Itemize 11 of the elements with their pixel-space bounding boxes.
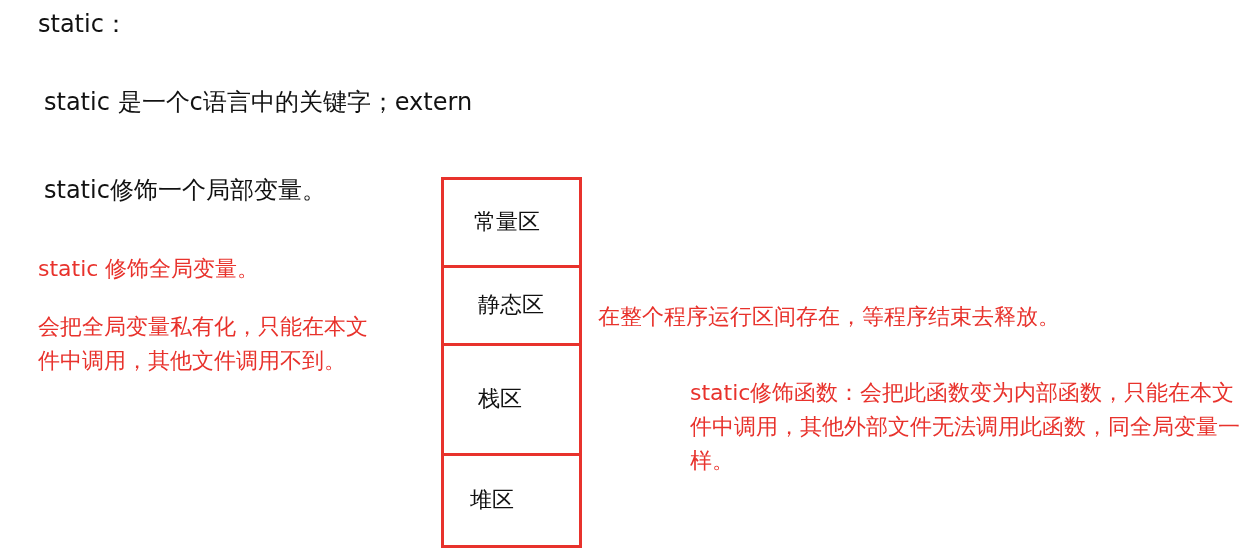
heading-text: static： [38,10,128,38]
memory-region-box: 静态区 [441,265,582,346]
note-text: static修饰一个局部变量。 [44,176,326,204]
annotation-text: 在整个程序运行区间存在，等程序结束去释放。 [598,304,1060,329]
memory-region-box: 栈区 [441,343,582,456]
memory-region-box: 常量区 [441,177,582,268]
note-text: static 是一个c语言中的关键字；extern [44,88,473,116]
note-text: static修饰函数：会把此函数变为内部函数，只能在本文件中调用，其他外部文件无法调用此函数，同全局变量一样。 [690,380,1240,474]
note-text: 会把全局变量私有化，只能在本文件中调用，其他文件调用不到。 [38,314,368,374]
note-text: static 修饰全局变量。 [38,256,260,281]
memory-region-box: 堆区 [441,453,582,548]
